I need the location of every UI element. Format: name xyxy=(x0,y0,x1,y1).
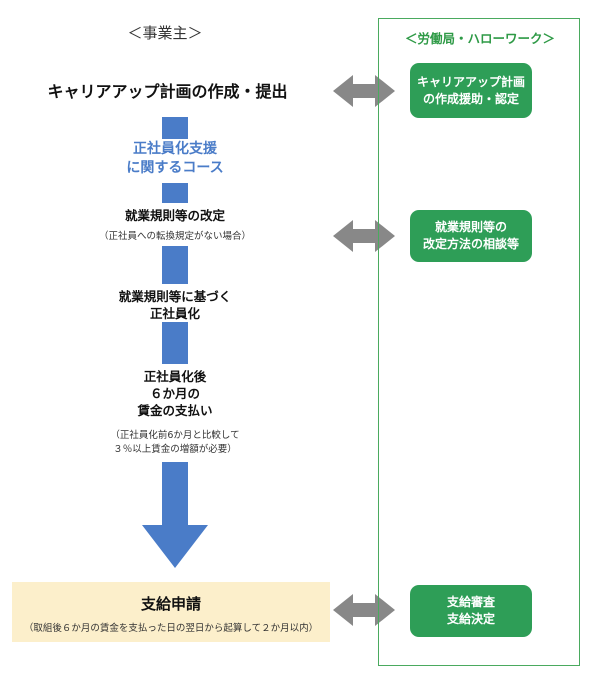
bureau-frame xyxy=(378,18,580,666)
step-regular-conversion: 就業規則等に基づく 正社員化 xyxy=(70,288,280,322)
flow-segment-3 xyxy=(162,246,188,284)
bureau-box-line-2: 支給決定 xyxy=(446,612,495,626)
step-note: （正社員への転換規定がない場合） xyxy=(98,231,251,242)
step-title-line-1: 正社員化後 xyxy=(143,369,207,384)
step-note-line-2: ３％以上賃金の増額が必要） xyxy=(113,444,237,455)
flow-down-arrow xyxy=(142,462,208,568)
bureau-box-rule-consultation: 就業規則等の 改定方法の相談等 xyxy=(410,210,532,262)
bureau-box-line-1: キャリアアップ計画 xyxy=(416,74,525,89)
double-arrow-2 xyxy=(333,220,395,252)
application-note: （取組後６か月の賃金を支払った日の翌日から起算して２か月以内） xyxy=(23,623,319,634)
course-label-line-2: に関するコース xyxy=(126,160,224,176)
flow-segment-1 xyxy=(162,117,188,139)
step-title-line-3: 賃金の支払い xyxy=(137,403,213,418)
application-box: 支給申請 （取組後６か月の賃金を支払った日の翌日から起算して２か月以内） xyxy=(12,582,330,642)
bureau-box-line-1: 支給審査 xyxy=(446,595,495,609)
bureau-box-plan-support: キャリアアップ計画 の作成援助・認定 xyxy=(410,63,532,118)
step-note-line-1: （正社員化前6か月と比較して xyxy=(110,430,240,441)
plan-title: キャリアアップ計画の作成・提出 xyxy=(47,82,288,101)
course-label-line-1: 正社員化支援 xyxy=(133,141,217,157)
bureau-box-payment-decision: 支給審査 支給決定 xyxy=(410,585,532,637)
application-title: 支給申請 xyxy=(140,595,201,613)
double-arrow-1 xyxy=(333,75,395,107)
bureau-box-line-2: 改定方法の相談等 xyxy=(422,237,519,251)
step-title: 就業規則等の改定 xyxy=(124,208,225,223)
step-title-line-1: 就業規則等に基づく xyxy=(118,289,232,304)
step-wage-payment: 正社員化後 ６か月の 賃金の支払い （正社員化前6か月と比較して ３％以上賃金の… xyxy=(70,368,280,457)
flow-segment-4 xyxy=(162,322,188,364)
bureau-header: ＜労働局・ハローワーク＞ xyxy=(404,31,555,46)
bureau-box-line-1: 就業規則等の xyxy=(434,220,507,234)
step-rule-revision: 就業規則等の改定 （正社員への転換規定がない場合） xyxy=(70,207,280,244)
double-arrow-3 xyxy=(333,594,395,626)
employer-header: ＜事業主＞ xyxy=(127,24,203,42)
bureau-box-line-2: の作成援助・認定 xyxy=(422,91,519,106)
step-title-line-2: ６か月の xyxy=(149,386,200,401)
flow-segment-2 xyxy=(162,183,188,203)
course-label: 正社員化支援 に関するコース xyxy=(95,140,255,178)
step-title-line-2: 正社員化 xyxy=(149,306,200,321)
